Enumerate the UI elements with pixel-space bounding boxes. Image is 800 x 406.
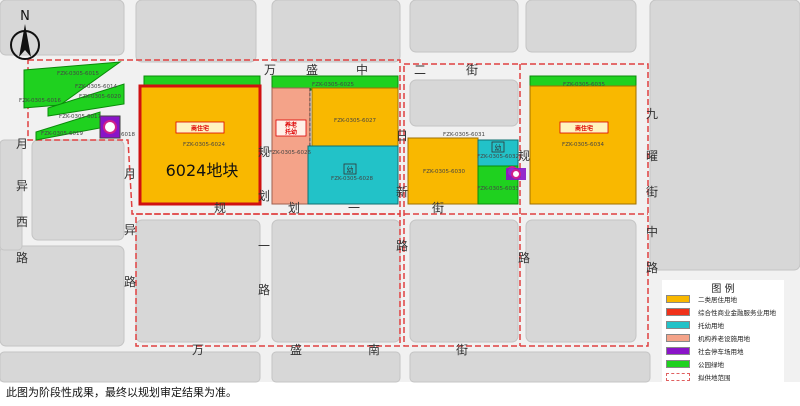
legend-label: 二类居住用地: [698, 296, 737, 304]
svg-text:托幼: 托幼: [285, 128, 297, 136]
tag-6024: 商住宅: [175, 121, 225, 134]
code-6024: FZK-0305-6024: [183, 142, 225, 148]
code-6014: FZK-0305-6014: [75, 84, 117, 90]
road-gui-small: 规: [518, 148, 530, 163]
code-6025: FZK-0305-6025: [312, 82, 354, 88]
parcels-left: [23, 61, 125, 141]
road-guihua-h-3: 一: [348, 201, 360, 215]
road-top-right-2: 街: [466, 63, 478, 77]
supply-boundary: [27, 59, 649, 347]
road-top-right-1: 二: [414, 63, 426, 77]
code-6031: FZK-0305-6031: [443, 132, 485, 138]
svg-text:商住宅: 商住宅: [575, 125, 593, 133]
road-guihua-v-3: 一: [258, 239, 270, 253]
legend-item: 机构养老设施用地: [666, 333, 750, 343]
code-6016: FZK-0305-6016: [19, 98, 61, 104]
code-6019: FZK-0305-6019: [41, 131, 83, 137]
code-6026: FZK-0305-6026: [269, 150, 311, 156]
svg-text:养老: 养老: [284, 121, 297, 129]
svg-text:幼: 幼: [495, 143, 502, 152]
road-right-mid-1: 中: [646, 224, 658, 239]
legend-item: 二类居住用地: [666, 294, 737, 304]
legend-item: 综合性商业金融服务业用地: [666, 307, 776, 317]
legend-label: 社会停车场用地: [698, 348, 744, 356]
parcels-right: [407, 75, 637, 205]
legend-title: 图 例: [711, 284, 735, 295]
legend-label: 托幼用地: [698, 322, 724, 330]
road-labels: 万 盛 中 二 街 万 盛 南 街 九 曜 街 中 路 月 异 西 路 月 异 …: [16, 62, 658, 357]
road-yueyi-west-1: 月: [16, 137, 28, 151]
legend-swatch-commercial: [666, 308, 690, 316]
road-wansheng-mid-3: 中: [356, 62, 368, 77]
legend-swatch-parking: [666, 347, 690, 355]
legend-label: 综合性商业金融服务业用地: [698, 309, 776, 317]
north-arrow: N: [10, 9, 40, 60]
city-blocks: [0, 0, 800, 383]
road-wansheng-mid-2: 盛: [306, 62, 318, 77]
legend-swatch-park: [666, 360, 690, 368]
code-6033: FZK-0305-6033: [477, 186, 519, 192]
code-6027: FZK-0305-6027: [334, 118, 376, 124]
legend-label: 机构养老设施用地: [698, 335, 750, 343]
road-guihua-v-1: 规: [258, 144, 270, 159]
legend-item: 拟供地范围: [666, 372, 731, 382]
road-rixin-2: 新: [396, 184, 408, 199]
code-6018: 6018: [121, 132, 135, 138]
legend-swatch-daycare: [666, 321, 690, 329]
svg-text:商住宅: 商住宅: [191, 125, 209, 133]
legend-label: 拟供地范围: [698, 374, 731, 382]
parcels-middle: [271, 75, 399, 205]
code-6020: FZK-0305-6020: [79, 94, 121, 100]
road-bottom-3: 南: [368, 342, 380, 357]
road-yueyi-west-2: 异: [16, 179, 28, 193]
parcel-6024[interactable]: [138, 75, 262, 206]
legend-item: 公园绿地: [666, 359, 724, 369]
road-guihua-v-4: 路: [258, 282, 270, 297]
road-yueyi-2: 异: [124, 223, 136, 237]
legend-swatch-residential: [666, 295, 690, 303]
legend-item: 社会停车场用地: [666, 346, 744, 356]
highlight-label: 6024地块: [166, 161, 239, 180]
road-yueyi-3: 路: [124, 274, 136, 289]
legend-swatch-elderly-care: [666, 334, 690, 342]
road-bottom-1: 万: [192, 343, 204, 357]
road-mid-vertical: 路: [518, 250, 530, 265]
road-yueyi-west-4: 路: [16, 250, 28, 265]
code-6028: FZK-0305-6028: [331, 176, 373, 182]
road-jiuyao-2: 曜: [646, 149, 658, 163]
road-jiuyao-3: 街: [646, 185, 658, 199]
road-right-mid-2: 路: [646, 260, 658, 275]
road-guihua-h-1: 规: [214, 200, 226, 215]
map-caption: 此图为阶段性成果，最终以规划审定结果为准。: [6, 386, 237, 399]
road-yueyi-west-3: 西: [16, 215, 28, 229]
code-6032: FZK-0305-6032: [477, 154, 519, 160]
road-guihua-h-4: 街: [432, 201, 444, 215]
north-label: N: [20, 9, 30, 24]
code-6034: FZK-0305-6034: [562, 142, 604, 148]
road-guihua-v-2: 划: [258, 189, 270, 203]
road-rixin-3: 路: [396, 238, 408, 253]
road-bottom-2: 盛: [290, 342, 302, 357]
code-6015: FZK-0305-6015: [57, 71, 99, 77]
tag-daycare-6032: 幼: [491, 141, 505, 153]
legend-item: 托幼用地: [666, 320, 724, 330]
legend-swatch-supply-boundary: [666, 373, 690, 381]
road-guihua-h-2: 划: [288, 201, 300, 215]
legend-label: 公园绿地: [698, 361, 724, 369]
tag-care: 养老 托幼: [275, 119, 307, 137]
road-jiuyao-1: 九: [646, 107, 658, 121]
svg-text:幼: 幼: [347, 165, 354, 174]
code-6030: FZK-0305-6030: [423, 169, 465, 175]
map-legend: 图 例 二类居住用地 综合性商业金融服务业用地 托幼用地 机构养老设施用地 社会…: [662, 280, 784, 390]
road-bottom-4: 街: [456, 343, 468, 357]
tag-6034: 商住宅: [559, 121, 609, 134]
road-wansheng-mid-1: 万: [264, 63, 276, 77]
road-rixin-1: 日: [396, 129, 408, 143]
tag-daycare-6028: 幼: [343, 163, 357, 175]
road-yueyi-1: 月: [124, 167, 136, 181]
code-6035: FZK-0305-6035: [563, 82, 605, 88]
code-6017: FZK-0305-6017: [59, 114, 101, 120]
